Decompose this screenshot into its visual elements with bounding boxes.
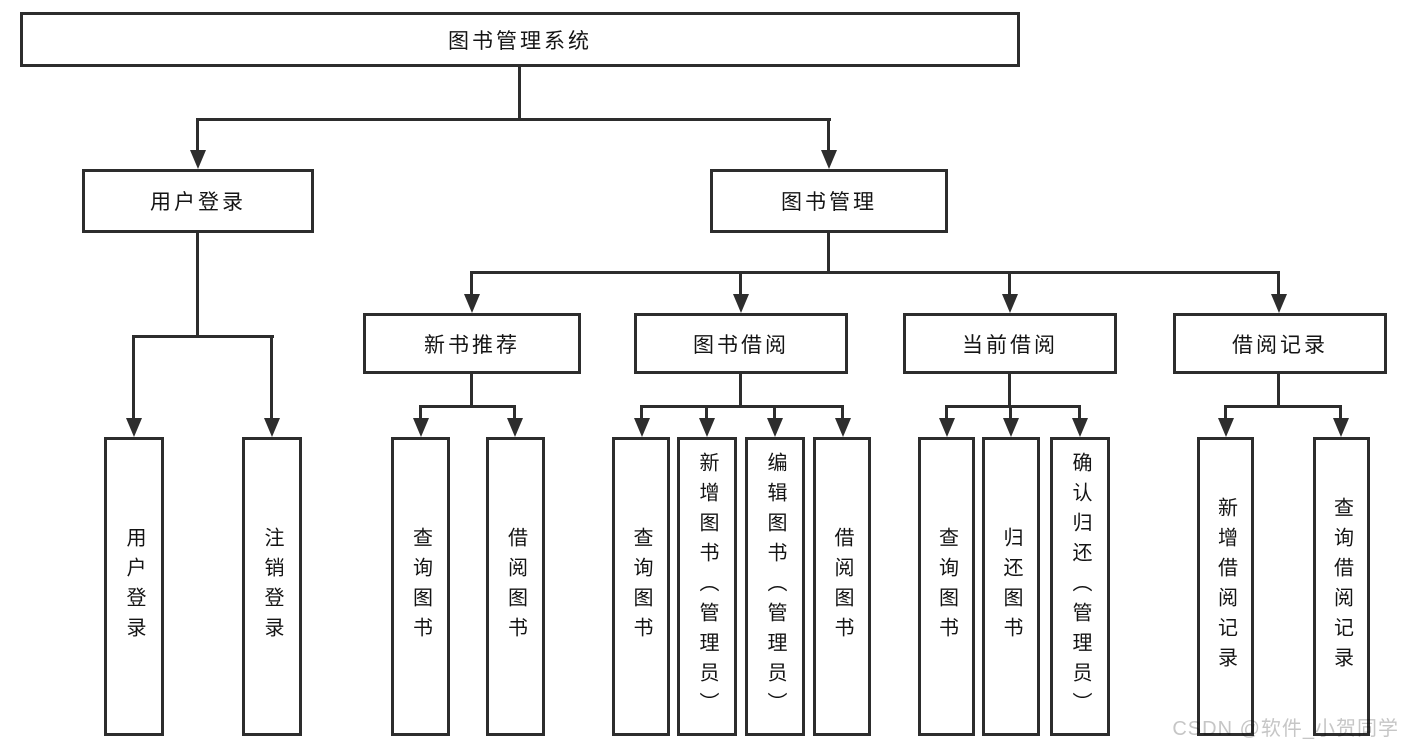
connector-line [196, 118, 199, 152]
node-label: 新书推荐 [424, 333, 520, 357]
leaf-label: 编辑图书（管理员） [764, 451, 786, 722]
leaf-query-borrow-record: 查询借阅记录 [1313, 437, 1370, 736]
connector-line [1224, 405, 1341, 408]
arrow-down-icon [264, 418, 280, 437]
leaf-label: 查询借阅记录 [1330, 496, 1353, 677]
leaf-label: 查询图书 [935, 526, 958, 647]
leaf-query-books-recommend: 查询图书 [391, 437, 450, 736]
connector-line [640, 405, 643, 419]
connector-line [1009, 405, 1012, 419]
connector-line [470, 271, 473, 296]
leaf-label: 借阅图书 [504, 526, 527, 647]
leaf-query-books-current: 查询图书 [918, 437, 975, 736]
connector-line [1339, 405, 1342, 419]
arrow-down-icon [939, 418, 955, 437]
arrow-down-icon [1002, 294, 1018, 313]
connector-line [1008, 373, 1011, 408]
connector-line [1277, 373, 1280, 408]
arrow-down-icon [699, 418, 715, 437]
arrow-down-icon [1271, 294, 1287, 313]
connector-line [270, 335, 273, 419]
leaf-add-book-admin: 新增图书（管理员） [677, 437, 737, 736]
connector-line [134, 335, 274, 338]
leaf-edit-book-admin: 编辑图书（管理员） [745, 437, 805, 736]
node-book-management: 图书管理 [710, 169, 948, 233]
connector-line [640, 405, 844, 408]
leaf-add-borrow-record: 新增借阅记录 [1197, 437, 1254, 736]
arrow-down-icon [767, 418, 783, 437]
connector-line [827, 118, 830, 152]
node-label: 借阅记录 [1232, 333, 1328, 357]
leaf-label: 新增图书（管理员） [696, 451, 718, 722]
connector-line [518, 66, 521, 119]
leaf-confirm-return-admin: 确认归还（管理员） [1050, 437, 1110, 736]
leaf-borrow-books-recommend: 借阅图书 [486, 437, 545, 736]
connector-line [705, 405, 708, 419]
arrow-down-icon [733, 294, 749, 313]
connector-line [471, 271, 1280, 274]
leaf-borrow-books: 借阅图书 [813, 437, 871, 736]
connector-line [132, 335, 135, 419]
connector-line [419, 405, 422, 419]
leaf-label: 查询图书 [630, 526, 652, 647]
node-book-borrow: 图书借阅 [634, 313, 848, 374]
arrow-down-icon [835, 418, 851, 437]
arrow-down-icon [464, 294, 480, 313]
leaf-label: 用户登录 [123, 526, 145, 647]
node-library-management-system: 图书管理系统 [20, 12, 1020, 67]
leaf-label: 借阅图书 [831, 526, 853, 647]
node-current-borrow: 当前借阅 [903, 313, 1117, 374]
node-borrow-records: 借阅记录 [1173, 313, 1387, 374]
leaf-user-login: 用户登录 [104, 437, 164, 736]
arrow-down-icon [126, 418, 142, 437]
connector-line [773, 405, 776, 419]
arrow-down-icon [190, 150, 206, 169]
connector-line [841, 405, 844, 419]
arrow-down-icon [413, 418, 429, 437]
node-label: 图书管理 [781, 191, 877, 214]
arrow-down-icon [634, 418, 650, 437]
connector-line [419, 405, 516, 408]
node-user-login: 用户登录 [82, 169, 314, 233]
node-label: 用户登录 [150, 191, 246, 214]
csdn-watermark: CSDN @软件_小贺同学 [1172, 718, 1399, 740]
connector-line [197, 118, 831, 121]
leaf-label: 新增借阅记录 [1214, 496, 1237, 677]
leaf-return-book: 归还图书 [982, 437, 1040, 736]
arrow-down-icon [507, 418, 523, 437]
connector-line [739, 373, 742, 408]
leaf-label: 注销登录 [261, 526, 283, 647]
connector-line [945, 405, 948, 419]
connector-line [1277, 271, 1280, 296]
node-label: 图书管理系统 [448, 29, 592, 53]
connector-line [513, 405, 516, 419]
leaf-label: 确认归还（管理员） [1069, 451, 1091, 722]
node-label: 图书借阅 [693, 333, 789, 357]
connector-line [1224, 405, 1227, 419]
connector-line [196, 232, 199, 336]
node-label: 当前借阅 [962, 333, 1058, 357]
arrow-down-icon [1072, 418, 1088, 437]
leaf-label: 归还图书 [1000, 526, 1022, 647]
connector-line [827, 232, 830, 273]
arrow-down-icon [1218, 418, 1234, 437]
connector-line [470, 373, 473, 408]
connector-line [739, 271, 742, 296]
connector-line [1008, 271, 1011, 296]
leaf-label: 查询图书 [409, 526, 432, 647]
connector-line [1078, 405, 1081, 419]
arrow-down-icon [1003, 418, 1019, 437]
leaf-logout: 注销登录 [242, 437, 302, 736]
arrow-down-icon [1333, 418, 1349, 437]
connector-line [945, 405, 1080, 408]
node-new-book-recommend: 新书推荐 [363, 313, 581, 374]
leaf-query-books-borrow: 查询图书 [612, 437, 670, 736]
arrow-down-icon [821, 150, 837, 169]
